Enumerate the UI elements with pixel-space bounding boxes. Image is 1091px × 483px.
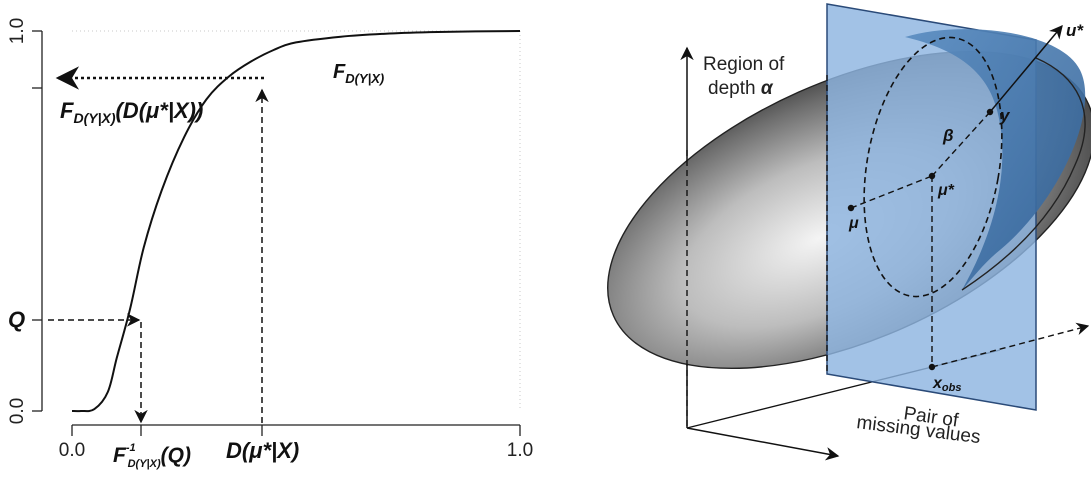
y-point	[986, 108, 994, 116]
x-tick-label-0: 0.0	[59, 440, 85, 461]
q-label: Q	[8, 307, 25, 332]
beta-label: β	[942, 126, 954, 145]
mu-star-point	[928, 172, 936, 180]
y-tick-label-1: 1.0	[7, 18, 28, 44]
mu-to-mustar-line	[850, 175, 933, 209]
mu-point	[847, 204, 855, 212]
d-mu-label: D(μ*|X)	[226, 438, 299, 463]
x-obs-axis-dashed	[931, 322, 1090, 368]
u-star-arrow	[989, 24, 1063, 113]
y-tick-label-0: 0.0	[7, 398, 28, 424]
beta-line	[931, 111, 991, 177]
depth-region-diagram: Region of depth α u* y β μ* μ xobs Pair …	[607, 3, 1091, 461]
y-label: y	[999, 106, 1011, 125]
x-obs-point	[928, 363, 936, 371]
region-label-line1: Region of	[703, 54, 785, 75]
region-label-line2: depth α	[708, 78, 774, 99]
mu-label: μ	[848, 215, 859, 232]
x-obs-label: xobs	[932, 375, 961, 394]
slice-ellipse	[863, 36, 1003, 298]
x-tick-label-1: 1.0	[507, 440, 533, 461]
mu-star-label: μ*	[937, 182, 955, 199]
ellipsoid-cut-face	[905, 29, 1086, 291]
f-of-d-label: FD(Y|X)(D(μ*|X))	[60, 98, 203, 126]
cdf-plot: 0.0 1.0 0.0 1.0 FD(Y|X) FD(Y|X)(D(μ*|X))…	[7, 18, 533, 470]
depth-axis	[686, 427, 840, 461]
cdf-curve	[71, 30, 521, 413]
curve-label: FD(Y|X)	[333, 61, 384, 86]
u-star-label: u*	[1066, 21, 1084, 40]
ellipsoid-right-edge	[961, 57, 1086, 291]
